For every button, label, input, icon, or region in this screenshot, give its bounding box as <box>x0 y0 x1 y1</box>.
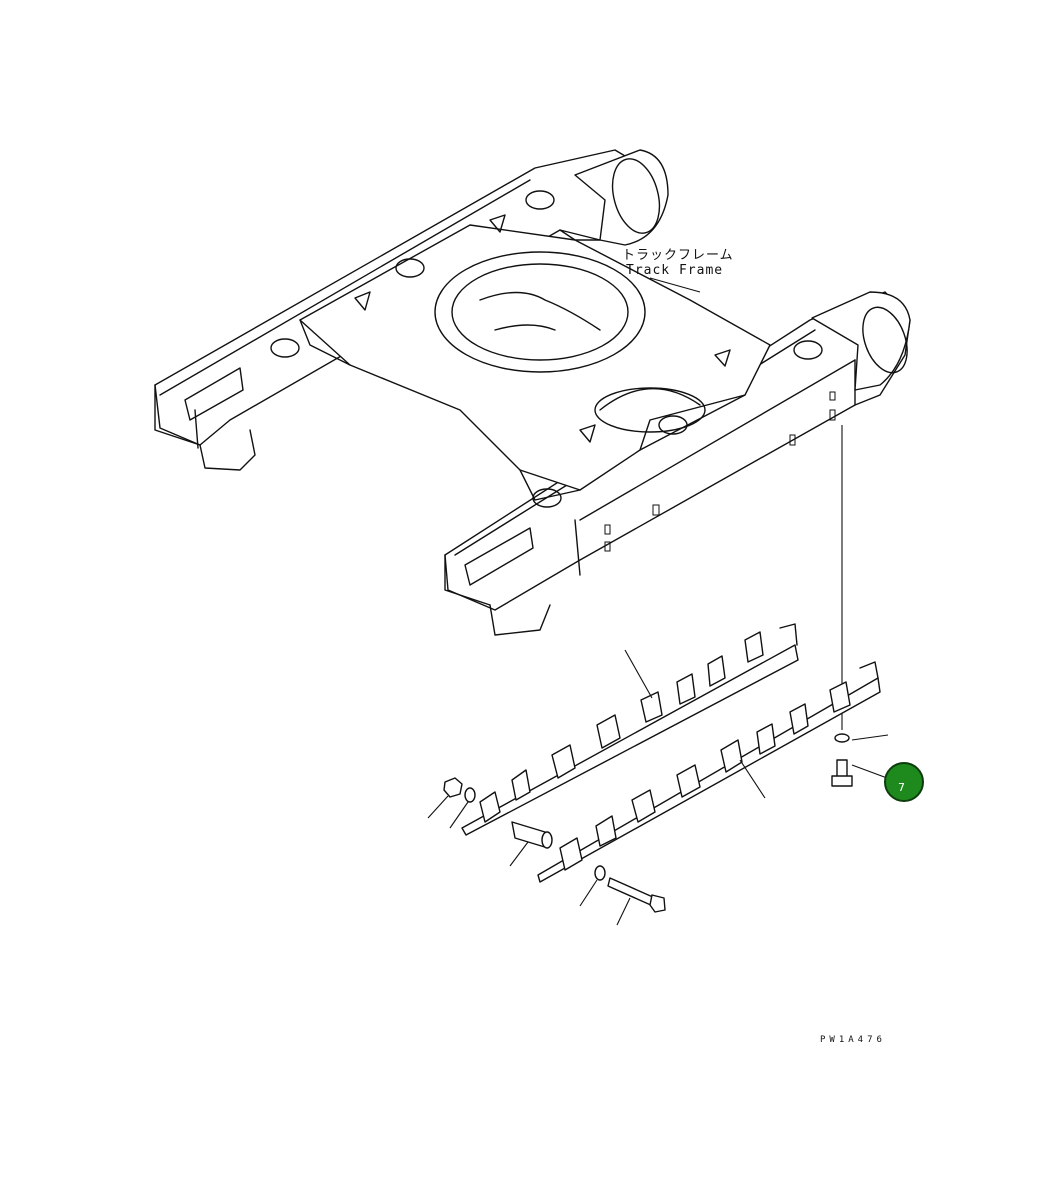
drawing-code: PW1A476 <box>820 1035 886 1045</box>
track-frame-label-en: Track Frame <box>626 263 723 278</box>
nut <box>427 777 463 819</box>
washer-right <box>579 865 606 907</box>
right-idler-yoke <box>811 291 911 391</box>
callout-7-circle[interactable] <box>884 762 924 802</box>
spacer-pipe <box>509 821 553 867</box>
vertical-bolt <box>831 759 888 787</box>
track-guard-upper <box>461 623 799 836</box>
washer-left <box>449 787 476 829</box>
track-frame-label: トラックフレーム Track Frame <box>622 248 734 293</box>
callout-7-number[interactable]: 7 <box>898 781 905 794</box>
track-frame-drawing <box>154 149 911 636</box>
left-idler-yoke <box>574 149 669 246</box>
track-guard-lower <box>537 661 881 883</box>
track-frame-label-jp: トラックフレーム <box>622 248 734 263</box>
swing-circle <box>434 251 646 373</box>
callout-7[interactable]: 7 <box>884 762 924 802</box>
long-bolt <box>607 877 666 926</box>
washer-top <box>834 733 889 743</box>
